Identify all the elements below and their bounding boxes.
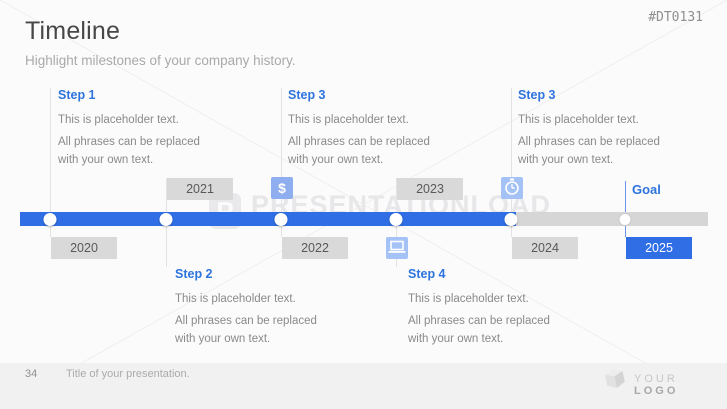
step-body-line: This is placeholder text.: [58, 114, 179, 126]
year-label-2020[interactable]: 2020: [51, 237, 117, 259]
laptop-icon-box[interactable]: [386, 237, 408, 259]
connector-line: [625, 181, 626, 237]
your-logo-text: YOUR LOGO: [634, 373, 727, 397]
step-body-line: All phrases can be replaced: [288, 136, 430, 148]
step-label: Step 4: [408, 267, 446, 281]
step-body-line: All phrases can be replaced: [518, 136, 660, 148]
step-body-line: All phrases can be replaced: [408, 315, 550, 327]
step-body-line: This is placeholder text.: [175, 293, 296, 305]
timeline-bar-blue: [20, 212, 516, 226]
year-label-2025[interactable]: 2025: [626, 237, 692, 259]
stopwatch-icon: [503, 178, 521, 199]
step-label: Step 3: [288, 88, 326, 102]
step-block-5: Step 3 This is placeholder text. All phras…: [518, 88, 678, 169]
milestone-marker[interactable]: [43, 213, 57, 226]
page-title: Timeline: [25, 17, 121, 45]
template-code: #DT0131: [648, 10, 703, 25]
milestone-marker[interactable]: [389, 213, 403, 226]
step-block-2: Step 2 This is placeholder text. All phras…: [175, 267, 335, 348]
step-body-line: with your own text.: [288, 154, 384, 166]
dollar-icon: $: [278, 180, 286, 196]
year-label-2022[interactable]: 2022: [282, 237, 348, 259]
step-body-line: This is placeholder text.: [518, 114, 639, 126]
step-label: Step 2: [175, 267, 213, 281]
logo-word-logo: LOGO: [634, 385, 679, 397]
step-body-line: with your own text.: [58, 154, 154, 166]
milestone-marker[interactable]: [274, 213, 288, 226]
laptop-icon: [388, 239, 406, 258]
step-block-3: Step 3 This is placeholder text. All phras…: [288, 88, 448, 169]
stopwatch-icon-box[interactable]: [501, 177, 523, 199]
step-label: Step 1: [58, 88, 96, 102]
step-body-line: All phrases can be replaced: [58, 136, 200, 148]
step-body-line: This is placeholder text.: [408, 293, 529, 305]
step-body-line: This is placeholder text.: [288, 114, 409, 126]
step-body-line: with your own text.: [408, 333, 504, 345]
dollar-icon-box[interactable]: $: [271, 177, 293, 199]
timeline-bar-gray: [516, 212, 708, 226]
milestone-marker[interactable]: [504, 213, 518, 226]
page-subtitle: Highlight milestones of your company his…: [25, 53, 296, 68]
cube-logo-icon: [604, 369, 625, 389]
step-block-4: Step 4 This is placeholder text. All phras…: [408, 267, 568, 348]
step-label: Step 3: [518, 88, 556, 102]
step-body-line: with your own text.: [175, 333, 271, 345]
page-number: 34: [25, 368, 38, 380]
year-label-2024[interactable]: 2024: [512, 237, 578, 259]
logo-word-your: YOUR: [634, 373, 678, 385]
step-block-1: Step 1 This is placeholder text. All phras…: [58, 88, 218, 169]
milestone-marker[interactable]: [159, 213, 173, 226]
year-label-2023[interactable]: 2023: [397, 178, 463, 200]
step-body-line: All phrases can be replaced: [175, 315, 317, 327]
milestone-marker[interactable]: [618, 213, 632, 226]
goal-label: Goal: [632, 182, 661, 197]
year-label-2021[interactable]: 2021: [167, 178, 233, 200]
step-body-line: with your own text.: [518, 154, 614, 166]
footer-presentation-title: Title of your presentation.: [66, 368, 190, 380]
